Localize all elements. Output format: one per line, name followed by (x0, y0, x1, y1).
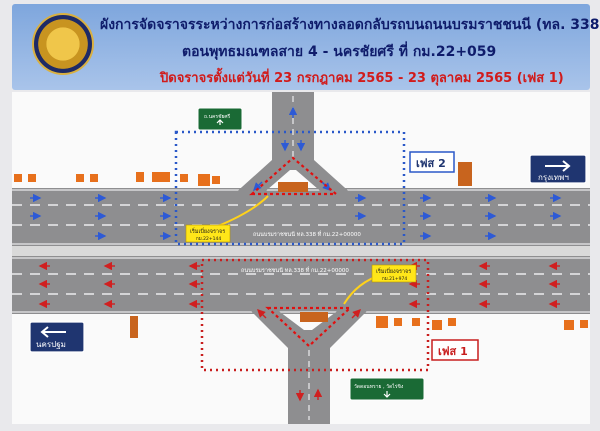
svg-text:กม.22+144: กม.22+144 (196, 236, 221, 242)
svg-text:เริ่มเบี่ยงจราจร: เริ่มเบี่ยงจราจร (190, 227, 225, 235)
svg-text:เฟส 1: เฟส 1 (438, 345, 468, 358)
svg-text:กม.21+974: กม.21+974 (382, 276, 407, 282)
svg-text:กรุงเทพฯ: กรุงเทพฯ (538, 173, 569, 182)
sign-wat-don-sai: วัดดอนทราย , วัดไร่ขิง (349, 377, 425, 401)
construction-sign-south (300, 312, 328, 322)
road-label-top: ถนนบรมราชชนนี ทล.338 ที่ กม.22+00000 (253, 230, 361, 238)
header-banner: ผังการจัดจราจรระหว่างการก่อสร้างทางลอดกล… (12, 4, 600, 90)
warning-signs (14, 162, 588, 338)
closure-period: ปิดจราจรตั้งแต่วันที่ 23 กรกฎาคม 2565 - … (160, 71, 564, 86)
board-subtitle: ตอนพุทธมณฑลสาย 4 - นครชัยศรี ที่ กม.22+0… (182, 44, 497, 60)
callout-start-diversion-bottom: เริ่มเบี่ยงจราจร กม.21+974 (371, 264, 417, 283)
work-zone-south (265, 306, 353, 348)
phase2-label: เฟส 2 (409, 151, 455, 173)
median-strip (12, 246, 590, 256)
svg-text:ถ.นครชัยศรี: ถ.นครชัยศรี (204, 113, 231, 120)
sign-bangkok: กรุงเทพฯ (529, 154, 587, 184)
sign-nakhon-pathom: นครปฐม (29, 321, 85, 353)
svg-text:เริ่มเบี่ยงจราจร: เริ่มเบี่ยงจราจร (376, 267, 411, 275)
main-road-bottom (12, 256, 590, 314)
diversion-path-top (217, 195, 269, 227)
lane-arrows-bottom (38, 261, 560, 402)
svg-text:เฟส 2: เฟส 2 (416, 157, 446, 170)
svg-text:นครปฐม: นครปฐม (36, 340, 66, 349)
road-label-bottom: ถนนบรมราชชนนี ทล.338 ที่ กม.22+00000 (241, 266, 349, 274)
phase1-label: เฟส 1 (431, 339, 479, 361)
department-seal-logo (32, 13, 94, 75)
sign-nakhon-chaisi: ถ.นครชัยศรี (197, 107, 243, 131)
work-zone-north (249, 156, 340, 196)
svg-text:วัดดอนทราย , วัดไร่ขิง: วัดดอนทราย , วัดไร่ขิง (354, 383, 404, 390)
callout-start-diversion-top: เริ่มเบี่ยงจราจร กม.22+144 (185, 224, 231, 243)
lane-arrows-top (30, 106, 562, 241)
phase2-area (174, 130, 406, 246)
board-title: ผังการจัดจราจรระหว่างการก่อสร้างทางลอดกล… (100, 17, 600, 33)
construction-sign-north (278, 182, 308, 192)
